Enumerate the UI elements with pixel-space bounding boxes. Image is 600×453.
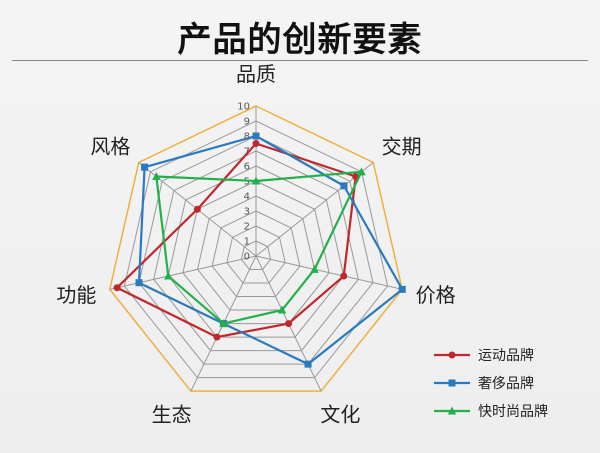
- grid-ring: [226, 225, 286, 284]
- series-line: [155, 170, 363, 325]
- tick-label: 8: [244, 132, 250, 143]
- tick-label: 2: [244, 222, 250, 233]
- grid-ring: [240, 240, 272, 271]
- legend-label: 运动品牌: [478, 347, 534, 364]
- data-point: [135, 279, 143, 287]
- axis-spoke: [255, 255, 403, 290]
- data-point: [193, 205, 201, 213]
- axis-label: 功能: [56, 283, 96, 307]
- series-group: [152, 167, 366, 328]
- chart-title: 产品的创新要素: [177, 20, 423, 60]
- axis-spoke: [109, 255, 257, 290]
- grid-ring: [167, 165, 345, 338]
- series-group: [113, 140, 360, 341]
- axis-label: 品质: [236, 62, 276, 86]
- data-point: [310, 264, 319, 273]
- tick-label: 5: [244, 177, 250, 188]
- tick-label: 10: [237, 102, 250, 113]
- data-point: [252, 132, 260, 140]
- tick-label: 3: [244, 207, 250, 218]
- data-point: [304, 360, 312, 368]
- data-point: [251, 176, 261, 185]
- tick-label: 6: [244, 162, 250, 173]
- data-point: [213, 333, 221, 341]
- legend-marker: [448, 379, 456, 387]
- tick-label: 7: [244, 147, 250, 158]
- data-point: [357, 167, 366, 176]
- data-point: [141, 163, 149, 171]
- tick-label: 9: [244, 117, 250, 128]
- title-divider: [12, 60, 588, 61]
- legend-marker: [448, 351, 456, 359]
- data-point: [252, 140, 260, 147]
- axis-label: 交期: [382, 134, 422, 158]
- tick-label: 4: [244, 192, 250, 203]
- legend-item: 运动品牌: [434, 347, 534, 364]
- axis-label: 文化: [320, 403, 360, 427]
- data-series: [113, 132, 406, 368]
- series-line: [115, 142, 357, 339]
- axis-label: 生态: [152, 403, 192, 427]
- data-point: [340, 182, 348, 190]
- radial-tick-labels: 0 1 2 3 4 5 6 7 8 9 10: [237, 102, 250, 263]
- grid-ring: [153, 150, 359, 352]
- data-point: [164, 271, 173, 280]
- data-point: [152, 172, 161, 181]
- axis-label: 价格: [416, 283, 456, 307]
- outer-ring: [108, 105, 404, 392]
- radar-grid: [108, 105, 404, 392]
- tick-label: 1: [244, 237, 250, 248]
- data-point: [285, 320, 293, 328]
- grid-ring: [196, 195, 316, 311]
- legend-label: 奢侈品牌: [478, 375, 534, 392]
- series-line: [137, 134, 404, 366]
- data-point: [398, 285, 406, 293]
- data-point: [113, 284, 121, 292]
- legend-label: 快时尚品牌: [478, 403, 548, 420]
- tick-label: 0: [244, 252, 250, 263]
- axis-label: 风格: [90, 134, 130, 158]
- data-point: [340, 272, 348, 280]
- grid-ring: [211, 210, 301, 298]
- grid-ring: [123, 120, 389, 379]
- legend-item: 快时尚品牌: [434, 403, 548, 420]
- legend-item: 奢侈品牌: [434, 375, 534, 392]
- data-point: [219, 319, 228, 328]
- data-point: [277, 305, 287, 314]
- legend-marker: [447, 406, 457, 415]
- grid-ring: [182, 180, 330, 325]
